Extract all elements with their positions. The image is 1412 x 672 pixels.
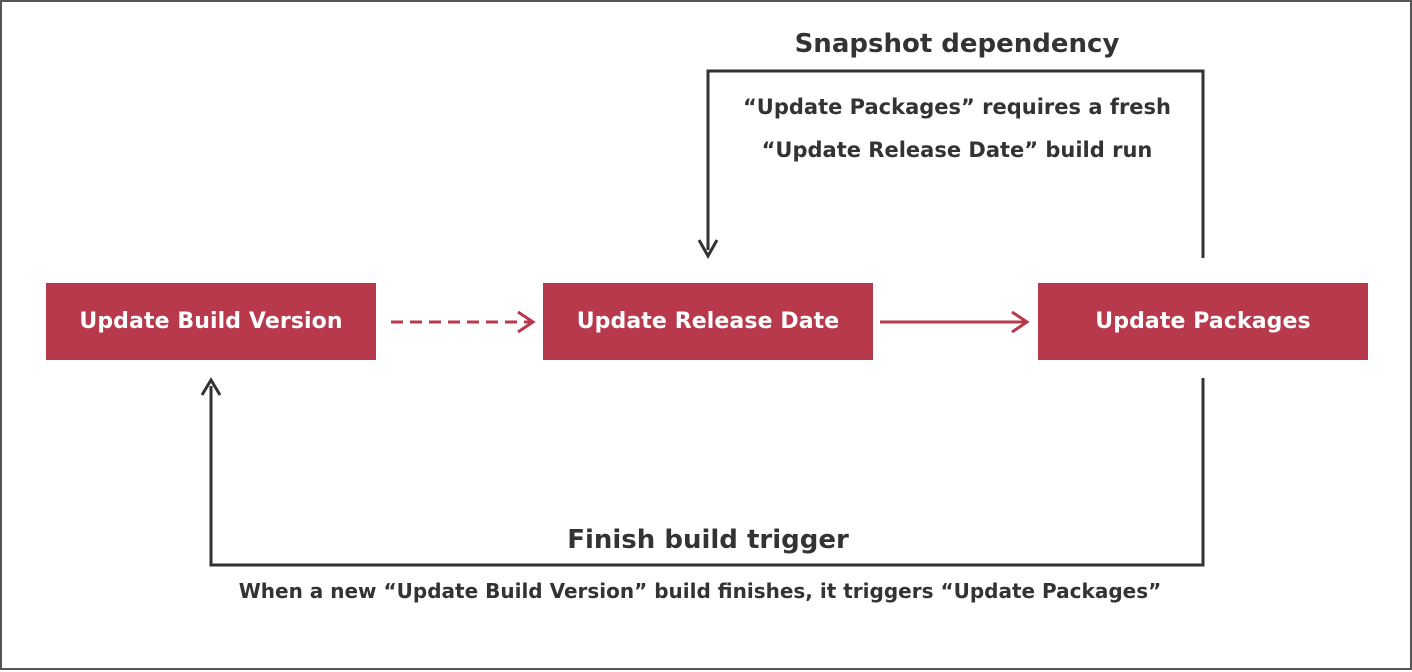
snapshot-dependency-arrowhead bbox=[697, 239, 719, 260]
finish-build-trigger-connector bbox=[209, 378, 1205, 567]
dashed-arrow-build-to-release-head bbox=[517, 310, 536, 334]
snapshot-dependency-description-line1: “Update Packages” requires a fresh bbox=[742, 95, 1172, 119]
node-update-release-date: Update Release Date bbox=[543, 283, 873, 360]
solid-arrow-release-to-packages-head bbox=[1011, 310, 1030, 334]
snapshot-dependency-title: Snapshot dependency bbox=[794, 29, 1120, 59]
snapshot-dependency-description-line2: “Update Release Date” build run bbox=[761, 138, 1153, 162]
snapshot-dependency-connector bbox=[706, 69, 1205, 258]
node-label: Update Packages bbox=[1095, 309, 1311, 334]
node-label: Update Build Version bbox=[79, 309, 343, 334]
node-label: Update Release Date bbox=[576, 309, 840, 334]
finish-build-trigger-description: When a new “Update Build Version” build … bbox=[238, 579, 1162, 603]
finish-build-trigger-title: Finish build trigger bbox=[567, 525, 849, 555]
finish-build-trigger-arrowhead bbox=[200, 377, 222, 396]
node-update-packages: Update Packages bbox=[1038, 283, 1368, 360]
node-update-build-version: Update Build Version bbox=[46, 283, 376, 360]
